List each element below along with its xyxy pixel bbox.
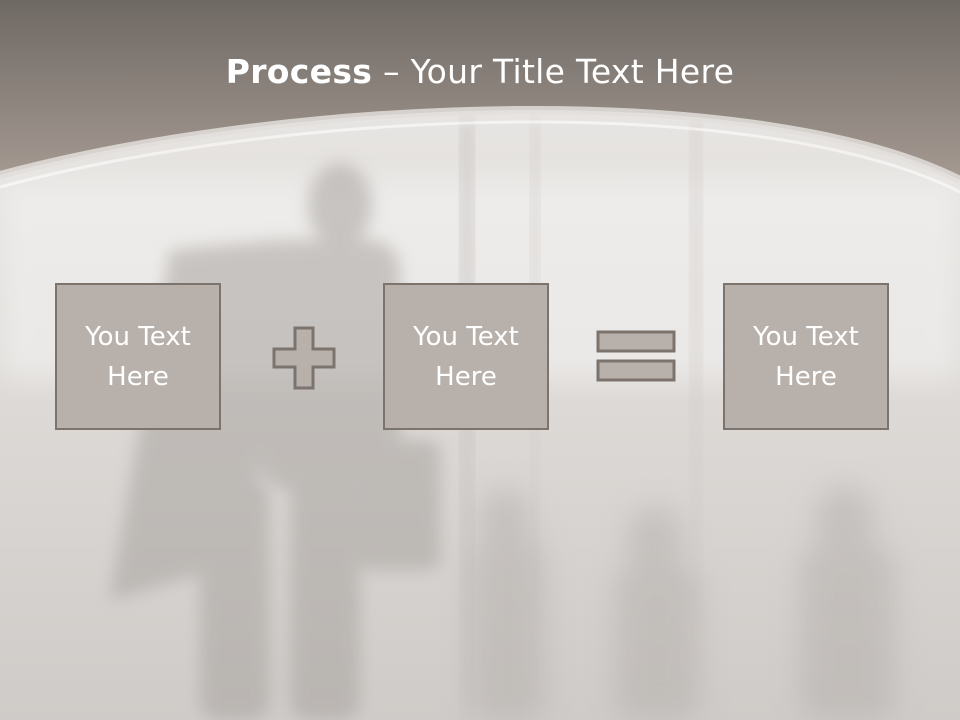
plus-icon [272,326,336,390]
process-box-3: You Text Here [723,283,889,430]
process-box-3-text: You Text Here [753,321,859,392]
slide-title: Process – Your Title Text Here [0,52,960,91]
title-strong: Process [225,52,373,91]
equals-icon [596,330,676,382]
process-box-1: You Text Here [55,283,221,430]
process-box-2: You Text Here [383,283,549,430]
title-rest: – Your Title Text Here [372,52,735,91]
process-box-2-text: You Text Here [413,321,519,392]
process-box-1-text: You Text Here [85,321,191,392]
